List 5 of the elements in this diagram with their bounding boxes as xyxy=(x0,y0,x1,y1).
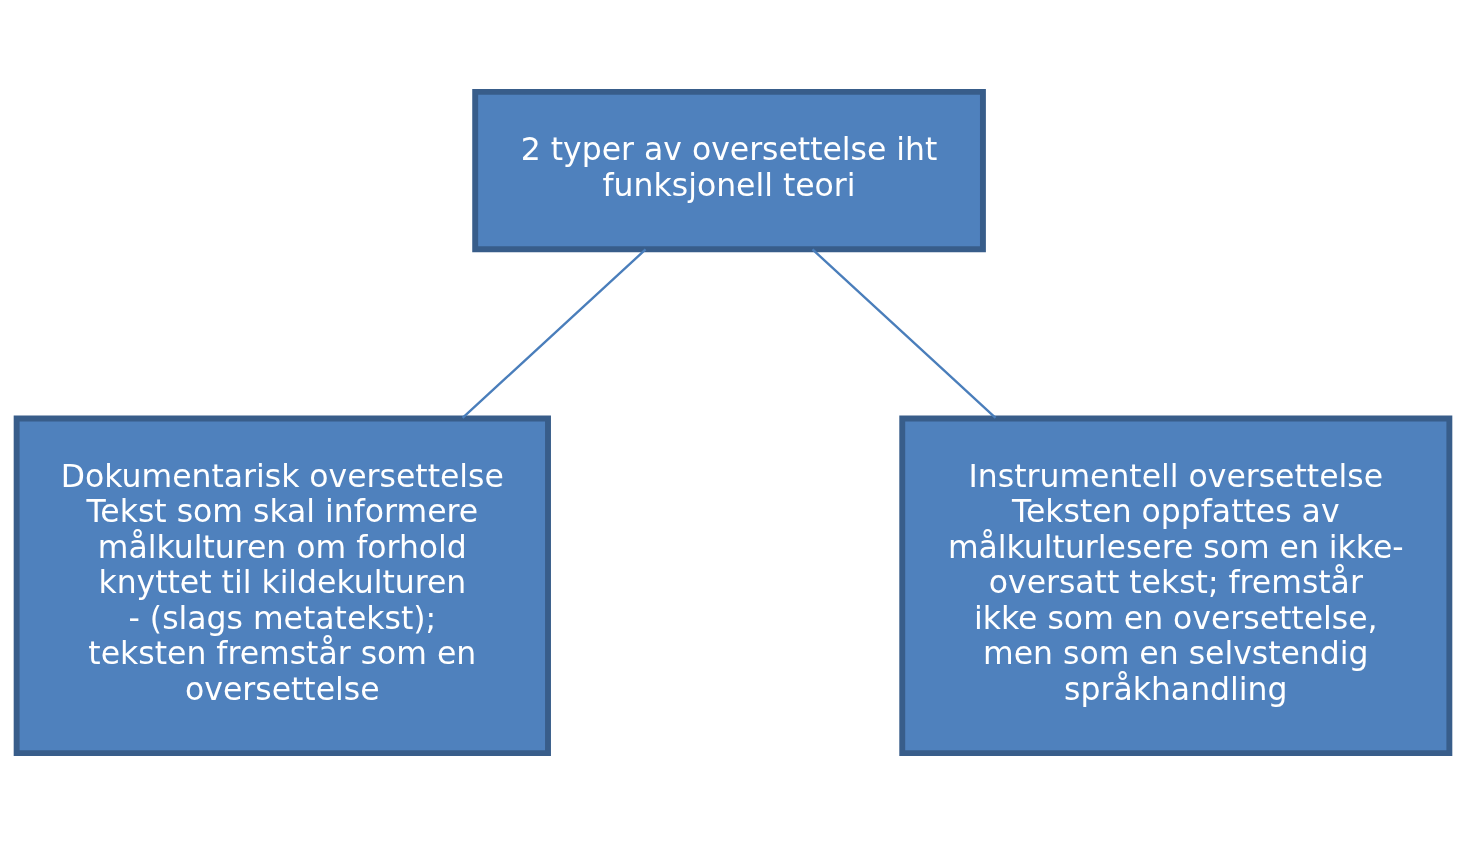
connector xyxy=(811,248,997,419)
node-box: 2 typer av oversettelse iht funksjonell teori xyxy=(472,88,986,252)
node-box: Instrumentell oversettelse Teksten oppfattes av målkulturlesere som en ikke-oversatt tekst; fremstår ikke som en oversettelse, men som en selvstendig språkhandling xyxy=(899,415,1453,756)
connector xyxy=(461,248,647,419)
node-box: Dokumentarisk oversettelse Tekst som skal informere målkulturen om forhold knyttet til kildekulturen - (slags metatekst); teksten fremstår som en oversettelse xyxy=(13,415,551,756)
